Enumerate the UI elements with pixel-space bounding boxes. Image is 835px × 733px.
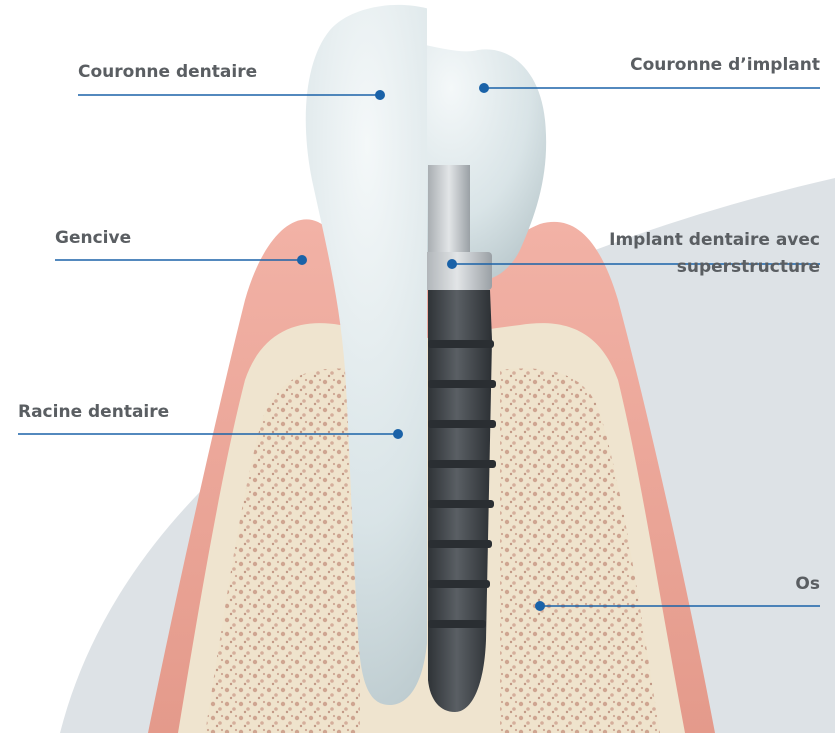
label-crown: Couronne dentaire [78,60,257,85]
label-bone: Os [795,572,820,597]
dot-implant [447,259,457,269]
label-implant-crown: Couronne d’implant [630,53,820,78]
dot-gum [297,255,307,265]
label-root: Racine dentaire [18,400,169,425]
dot-bone [535,601,545,611]
dot-root [393,429,403,439]
abutment [428,165,470,255]
label-implant-line1: Implant dentaire avec [609,228,820,253]
label-implant-line2: superstructure [677,255,820,280]
label-gum: Gencive [55,226,131,251]
abutment-collar [422,252,492,290]
dot-crown [375,90,385,100]
dot-implant-crown [479,83,489,93]
